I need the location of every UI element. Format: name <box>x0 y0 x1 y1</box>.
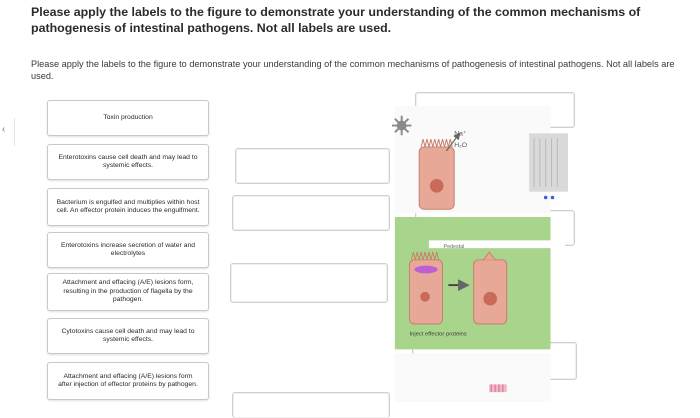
nucleus <box>429 179 444 193</box>
left-edge-marker: ‹ <box>0 118 15 146</box>
edge-glyph: ‹ <box>2 124 6 135</box>
drop-target-4[interactable] <box>232 392 390 418</box>
label-cytotoxins-cell-death[interactable]: Cytotoxins cause cell death and may lead… <box>47 318 209 354</box>
panel-bottom <box>394 353 551 402</box>
drop-target-2[interactable] <box>232 195 390 231</box>
question-heading: Please apply the labels to the figure to… <box>31 5 641 35</box>
pedestal-label: Pedestal <box>444 244 465 250</box>
label-bacterium-engulfed[interactable]: Bacterium is engulfed and multiplies wit… <box>47 188 209 226</box>
drop-target-1[interactable] <box>235 148 390 184</box>
label-text: Bacterium is engulfed and multiplies wit… <box>56 198 200 215</box>
bacteria-cluster <box>414 265 438 274</box>
effector-label: Inject effector proteins <box>409 332 466 338</box>
label-text: Enterotoxins cause cell death and may le… <box>58 153 198 170</box>
ion-label: Na⁺ <box>454 130 467 137</box>
drop-target-3[interactable] <box>230 263 388 303</box>
label-ae-lesions-flagella[interactable]: Attachment and effacing (A/E) lesions fo… <box>47 273 209 311</box>
label-toxin-production[interactable]: Toxin production <box>47 100 209 136</box>
label-text: Toxin production <box>103 113 153 121</box>
question-instruction: Please apply the labels to the figure to… <box>31 59 675 81</box>
toxin-icon <box>391 115 412 136</box>
label-text: Attachment and effacing (A/E) lesions fo… <box>58 372 198 389</box>
label-ae-lesions-effector[interactable]: Attachment and effacing (A/E) lesions fo… <box>47 362 209 400</box>
host-cell-left <box>408 259 444 325</box>
water-label: H₂O <box>454 142 467 149</box>
panel-ae-lesion: Pedestal Inject effector proteins <box>394 217 566 350</box>
enterocyte-cell <box>418 146 455 210</box>
label-text: Attachment and effacing (A/E) lesions fo… <box>62 279 194 304</box>
label-text: Enterotoxins increase secretion of water… <box>60 241 196 258</box>
tissue-panel <box>529 133 569 192</box>
panel-secretion: Na⁺ H₂O <box>391 106 569 214</box>
label-enterotoxins-cell-death[interactable]: Enterotoxins cause cell death and may le… <box>47 144 209 180</box>
pathogenesis-figure: Na⁺ H₂O Pedestal Inject effector protein… <box>391 106 569 402</box>
microvilli <box>420 139 453 148</box>
label-enterotoxins-secretion[interactable]: Enterotoxins increase secretion of water… <box>47 232 209 268</box>
label-text: Cytotoxins cause cell death and may lead… <box>61 327 195 344</box>
